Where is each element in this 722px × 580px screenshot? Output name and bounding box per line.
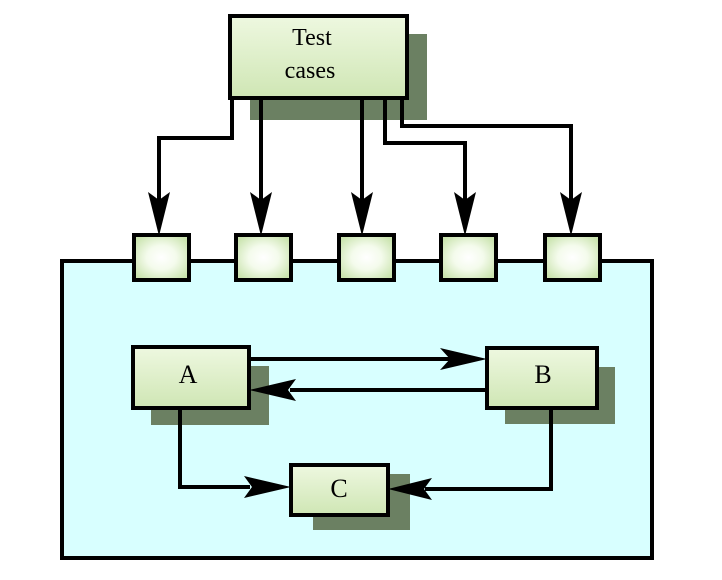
arrow-to-port-1: [157, 98, 234, 200]
port-1: [132, 233, 191, 282]
component-b-box: B: [485, 346, 615, 424]
component-c-box: C: [289, 463, 410, 530]
test-cases-label-line1: Test: [292, 25, 332, 51]
test-input-arrows: [157, 98, 573, 200]
port-5: [543, 233, 602, 282]
arrowheads-down: [148, 192, 582, 236]
test-cases-box: Test cases: [228, 14, 427, 120]
port-3: [337, 233, 396, 282]
arrow-b-to-c: [425, 408, 553, 491]
input-ports: [132, 233, 602, 282]
arrow-a-to-c: [178, 408, 250, 489]
component-c-label: C: [330, 474, 347, 503]
test-cases-label-line2: cases: [285, 58, 336, 84]
internal-connections: [178, 357, 553, 491]
arrow-to-port-5: [400, 98, 573, 200]
arrow-to-port-4: [383, 98, 467, 200]
component-b-label: B: [534, 360, 551, 389]
port-2: [234, 233, 293, 282]
component-a-box: A: [131, 345, 269, 425]
component-a-label: A: [179, 360, 198, 389]
internal-arrowheads: [244, 348, 487, 500]
port-4: [439, 233, 498, 282]
